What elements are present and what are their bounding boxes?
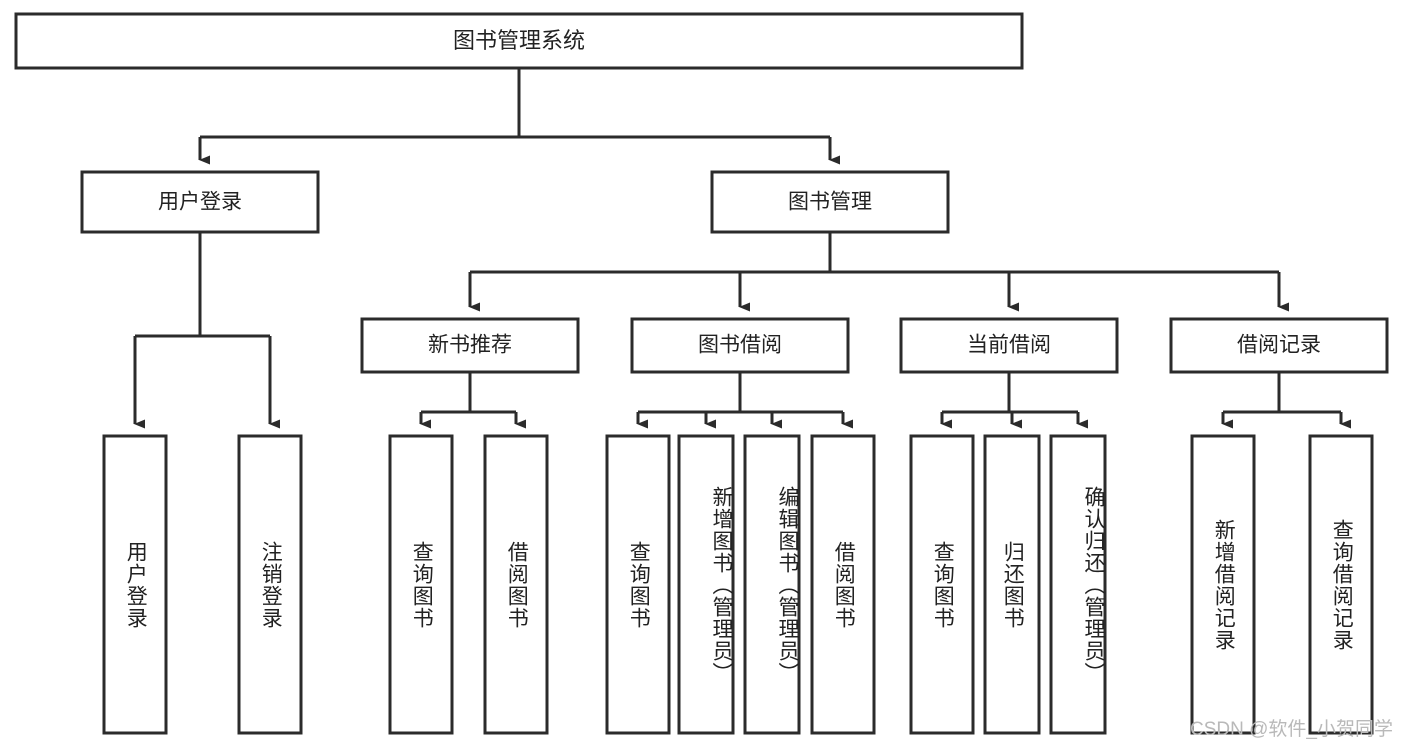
leaf-label-book-borrow-1: 新增图书（管理员） — [710, 485, 733, 684]
leaf-label-current-borrow-1: 归还图书 — [1001, 540, 1025, 629]
node-user-login-box[interactable] — [80, 170, 320, 234]
leaf-box-book-borrow-2[interactable] — [743, 434, 801, 735]
leaf-label-current-borrow-2: 确认归还（管理员） — [1082, 485, 1105, 684]
leaf-label-book-borrow-3: 借阅图书 — [832, 540, 856, 629]
leaf-label-borrow-record-1: 查询借阅记录 — [1330, 518, 1354, 651]
node-user-login-label: 用户登录 — [158, 191, 242, 214]
leaf-label-book-borrow-2: 编辑图书（管理员） — [776, 485, 799, 684]
leaf-box-book-borrow-1[interactable] — [677, 434, 735, 735]
leaf-box-current-borrow-0[interactable] — [909, 434, 975, 735]
node-root-label: 图书管理系统 — [453, 28, 585, 53]
csdn-watermark: CSDN @软件_小贺同学 — [1190, 719, 1393, 740]
node-borrow-record-label: 借阅记录 — [1237, 334, 1321, 357]
leaf-box-book-borrow-0[interactable] — [605, 434, 671, 735]
leaf-box-user-login-0[interactable] — [102, 434, 168, 735]
node-current-borrow-label: 当前借阅 — [967, 334, 1051, 357]
leaf-label-book-borrow-0: 查询图书 — [627, 540, 651, 629]
node-book-manage-label: 图书管理 — [788, 191, 872, 214]
leaf-box-borrow-record-1[interactable] — [1308, 434, 1374, 735]
leaf-label-current-borrow-0: 查询图书 — [931, 540, 955, 629]
node-new-book-recommend-box[interactable] — [360, 317, 580, 374]
leaf-box-user-login-1[interactable] — [237, 434, 303, 735]
node-book-borrow-label: 图书借阅 — [698, 334, 782, 357]
leaf-box-new-book-1[interactable] — [483, 434, 549, 735]
leaf-label-borrow-record-0: 新增借阅记录 — [1212, 518, 1236, 651]
leaf-box-book-borrow-3[interactable] — [810, 434, 876, 735]
leaf-label-user-login-1: 注销登录 — [259, 540, 283, 629]
node-root-box[interactable] — [14, 12, 1024, 70]
leaf-box-current-borrow-1[interactable] — [983, 434, 1041, 735]
leaf-label-user-login-0: 用户登录 — [124, 540, 148, 629]
leaf-label-new-book-1: 借阅图书 — [505, 540, 529, 629]
node-new-book-recommend-label: 新书推荐 — [428, 334, 512, 357]
leaf-box-current-borrow-2[interactable] — [1049, 434, 1107, 735]
leaf-box-new-book-0[interactable] — [388, 434, 454, 735]
node-current-borrow-box[interactable] — [899, 317, 1119, 374]
leaf-box-borrow-record-0[interactable] — [1190, 434, 1256, 735]
leaf-label-new-book-0: 查询图书 — [410, 540, 434, 629]
